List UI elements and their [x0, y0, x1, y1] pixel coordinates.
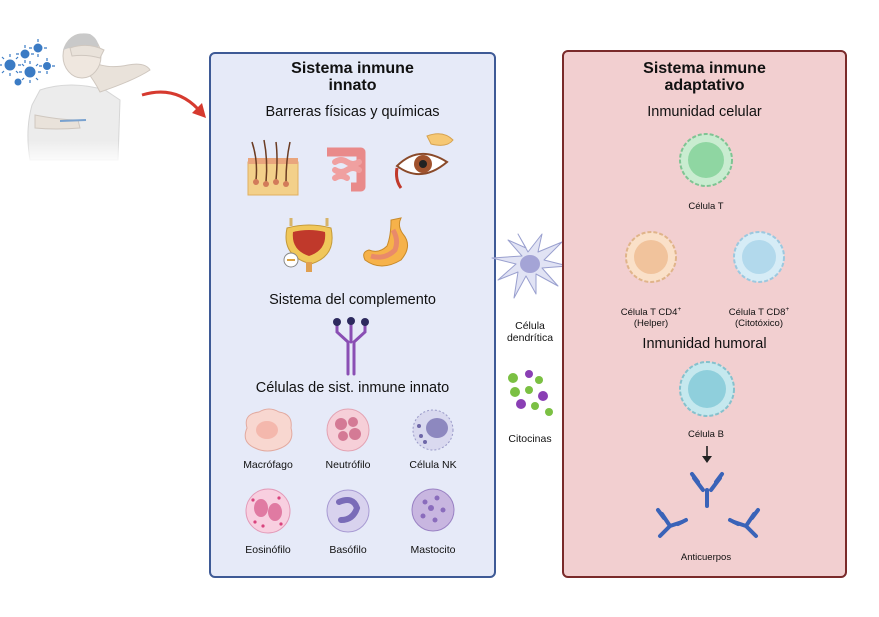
cytokines-label: Citocinas [508, 433, 552, 445]
cell-label-eosinophil: Eosinófilo [245, 544, 291, 556]
cd4-label-sup: + [677, 306, 682, 313]
adaptive-title: Sistema inmune adaptativo [564, 60, 845, 94]
down-arrow-icon [702, 446, 712, 463]
dendritic-label-line1: Célula [515, 320, 545, 332]
cd8-t-cell-icon [733, 231, 785, 283]
cell-label-basophil: Basófilo [329, 544, 367, 556]
virus-icon [0, 39, 55, 86]
antibodies-label: Anticuerpos [680, 552, 732, 563]
barriers-heading: Barreras físicas y químicas [265, 104, 440, 120]
mastocyte-icon [411, 488, 455, 532]
b-cell-label: Célula B [688, 429, 724, 440]
intestine-icon [327, 147, 366, 192]
curved-arrow-icon [141, 90, 206, 118]
cd8-label: Célula T CD8+ (Citotóxico) [709, 304, 809, 329]
eosinophil-icon [245, 488, 291, 534]
complement-protein-icon [333, 317, 369, 376]
cd4-label-role: (Helper) [633, 318, 669, 329]
cellular-immunity-heading: Inmunidad celular [647, 104, 762, 120]
complement-heading: Sistema del complemento [269, 292, 436, 308]
cd8-label-sup: + [785, 306, 790, 313]
t-cell-icon [679, 133, 733, 187]
innate-cells-heading: Células de sist. inmune innato [255, 380, 450, 396]
sick-person-illustration [0, 20, 160, 165]
dendritic-label-line2: dendrítica [506, 332, 554, 344]
skin-icon [247, 139, 299, 196]
basophil-icon [326, 489, 370, 533]
innate-title-line1: Sistema inmune [291, 60, 414, 77]
cd4-t-cell-icon [625, 231, 677, 283]
adaptive-system-panel: Sistema inmune adaptativo Inmunidad celu… [562, 50, 847, 578]
t-cell-label: Célula T [688, 201, 724, 212]
cell-label-macrophage: Macrófago [243, 459, 293, 471]
innate-title: Sistema inmune innato [211, 60, 494, 94]
cytokines-icon [508, 370, 553, 416]
antibodies-icon [656, 472, 760, 538]
adaptive-title-line2: adaptativo [664, 77, 745, 94]
cd8-label-text: Célula T CD8 [728, 307, 786, 318]
b-cell-icon [679, 361, 735, 417]
eye-icon [395, 133, 454, 189]
neutrophil-icon [326, 408, 370, 452]
cell-label-mastocyte: Mastocito [410, 544, 456, 556]
macrophage-icon [244, 408, 293, 452]
bladder-icon [283, 218, 333, 272]
innate-title-line2: innato [328, 77, 377, 94]
adaptive-title-line1: Sistema inmune [643, 60, 766, 77]
stomach-icon [363, 217, 408, 267]
innate-system-panel: Sistema inmune innato Barreras físicas y… [209, 52, 496, 578]
cd4-label-text: Célula T CD4 [620, 307, 678, 318]
cell-label-nk: Célula NK [409, 459, 457, 471]
dendritic-cell-label: Célula dendrítica [490, 320, 570, 344]
cd8-label-role: (Citotóxico) [734, 318, 784, 329]
humoral-immunity-heading: Inmunidad humoral [642, 336, 767, 352]
cd4-label: Célula T CD4+ (Helper) [601, 304, 701, 329]
nk-cell-icon [412, 409, 454, 451]
cell-label-neutrophil: Neutrófilo [325, 459, 371, 471]
dendritic-cell-icon [491, 233, 569, 299]
person-icon [0, 33, 160, 165]
